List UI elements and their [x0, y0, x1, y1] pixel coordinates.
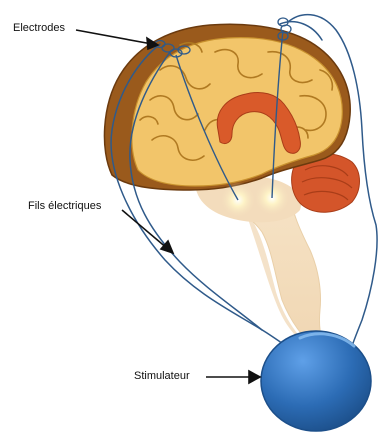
- wires-label: Fils électriques: [28, 200, 101, 213]
- stimulator-device-icon: [261, 331, 371, 431]
- electrodes-label: Electrodes: [13, 22, 65, 35]
- stimulator-label: Stimulateur: [134, 370, 190, 383]
